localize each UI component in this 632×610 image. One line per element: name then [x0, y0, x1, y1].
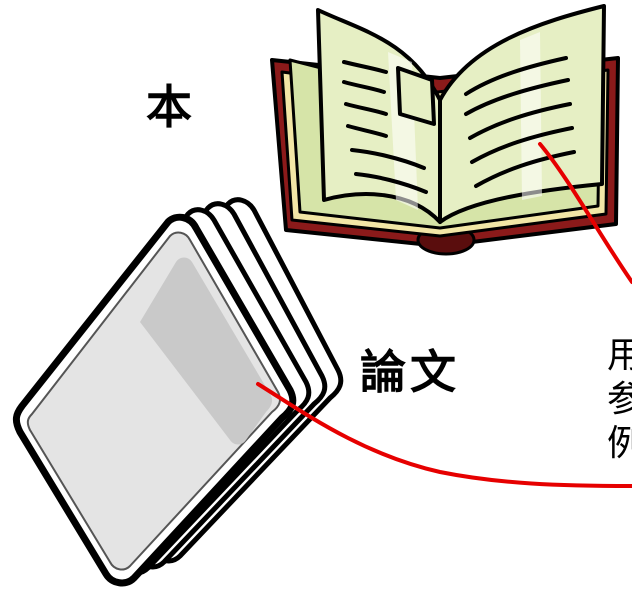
side-text: 用 参 例: [607, 334, 632, 466]
paper-label: 論文: [360, 345, 460, 399]
side-text-line: 参: [607, 379, 632, 420]
side-text-line: 例: [607, 423, 632, 464]
side-text-line: 用: [607, 335, 632, 376]
paper-stack-icon: [12, 197, 344, 587]
paper-pointer-line: [256, 382, 632, 488]
open-book-icon: [270, 4, 620, 256]
book-label: 本: [146, 80, 192, 134]
book-pointer-line: [538, 142, 632, 284]
